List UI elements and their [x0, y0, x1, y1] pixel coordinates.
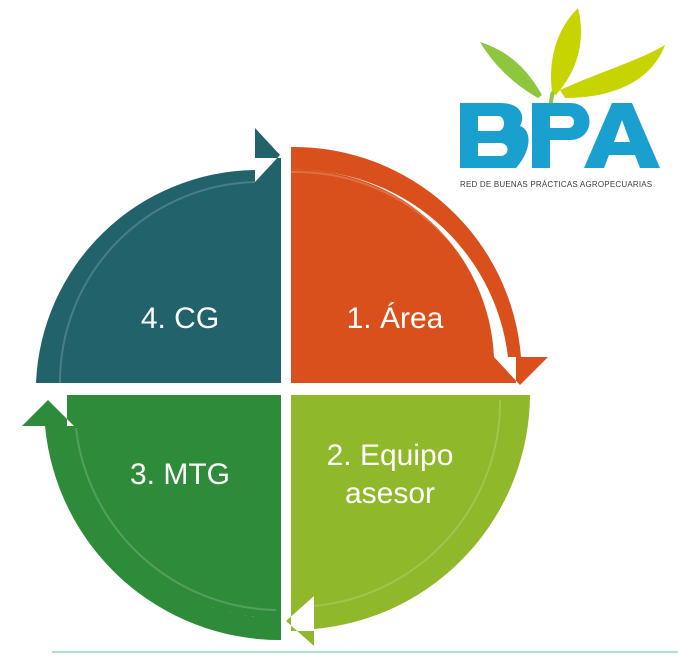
logo-leaf-left [480, 42, 542, 98]
quadrant-3-shape [22, 395, 281, 641]
quadrant-2-label: 2. Equipo asesor [305, 437, 475, 513]
quadrant-3-label-text: 3. MTG [129, 458, 230, 491]
quadrant-2-label-line1: 2. Equipo [326, 439, 454, 472]
logo-leaf-right [560, 45, 665, 98]
quadrant-2-shape [286, 395, 530, 646]
quadrant-3-inner-arc [75, 427, 277, 611]
quadrant-2-inner-arc [313, 399, 502, 607]
quadrant-4-label-text: 4. CG [140, 302, 220, 335]
bottom-divider [52, 651, 678, 653]
logo-subtitle: RED DE BUENAS PRÁCTICAS AGROPECUARIAS [460, 180, 653, 189]
quadrant-4-label: 4. CG [120, 300, 240, 338]
quadrant-1-inner-arc [290, 170, 501, 358]
quadrant-1-label: 1. Área [320, 300, 470, 338]
quadrant-4-inner-arc [58, 181, 256, 384]
quadrant-1-label-text: 1. Área [346, 302, 444, 335]
quadrant-1-area [290, 146, 548, 385]
quadrant-4-cg [36, 128, 281, 384]
logo-leaf-top [551, 8, 582, 95]
quadrant-2-equipo-asesor [286, 395, 530, 646]
quadrant-2-label-line2: asesor [344, 477, 436, 510]
quadrant-3-mtg [22, 395, 281, 641]
quadrant-3-label: 3. MTG [110, 456, 250, 494]
logo-letters [460, 103, 660, 168]
bpa-logo [460, 8, 665, 168]
quadrant-4-shape [36, 128, 281, 383]
quadrant-1-shape [291, 146, 548, 385]
